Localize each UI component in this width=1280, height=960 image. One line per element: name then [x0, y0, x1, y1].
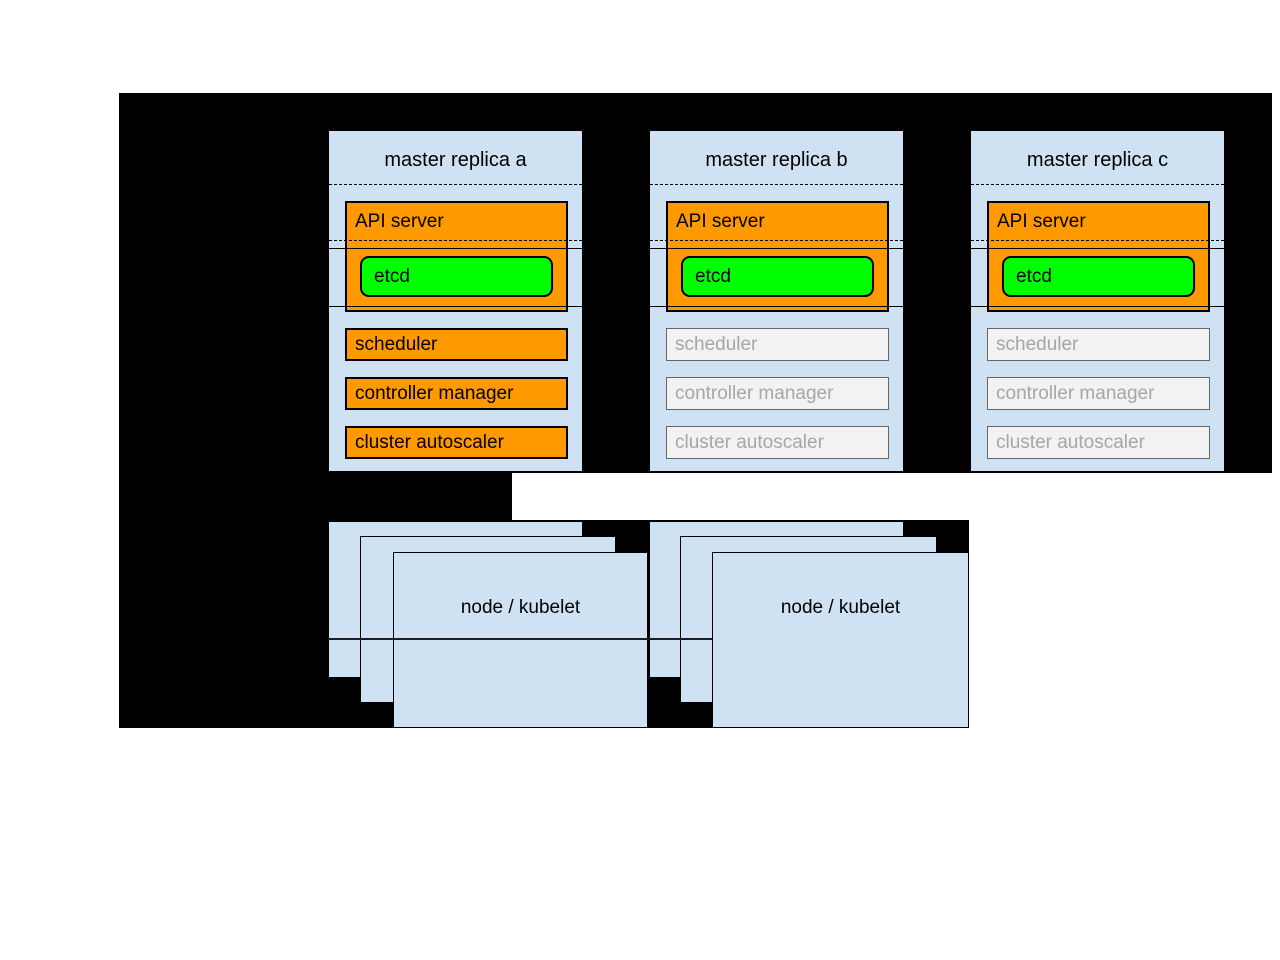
- etcd-box: etcd: [360, 256, 553, 297]
- node-group-2-front-box: node / kubelet: [712, 552, 969, 728]
- node-kubelet-label: node / kubelet: [780, 597, 901, 618]
- dashed-divider: [650, 240, 903, 241]
- master-replica-b-box: master replica b API server etcd schedul…: [649, 130, 904, 472]
- replica-title: master replica a: [384, 149, 527, 171]
- etcd-box: etcd: [1002, 256, 1195, 297]
- node-kubelet-label: node / kubelet: [460, 597, 581, 618]
- master-replica-a-box: master replica a API server etcd schedul…: [328, 130, 583, 472]
- master-replica-c-box: master replica c API server etcd schedul…: [970, 130, 1225, 472]
- controller-manager-box: controller manager: [666, 377, 889, 410]
- scheduler-box: scheduler: [345, 328, 568, 361]
- api-server-label: API server: [355, 211, 444, 232]
- dashed-divider: [329, 184, 582, 185]
- replica-title: master replica b: [705, 149, 848, 171]
- controller-manager-box: controller manager: [987, 377, 1210, 410]
- replica-title: master replica c: [1026, 149, 1169, 171]
- dashed-divider: [329, 240, 582, 241]
- scheduler-box: scheduler: [666, 328, 889, 361]
- solid-divider: [329, 306, 582, 307]
- solid-divider: [971, 248, 1224, 249]
- solid-divider: [650, 248, 903, 249]
- dashed-divider: [971, 184, 1224, 185]
- cluster-autoscaler-box: cluster autoscaler: [345, 426, 568, 459]
- solid-divider: [971, 306, 1224, 307]
- solid-divider: [650, 306, 903, 307]
- scheduler-box: scheduler: [987, 328, 1210, 361]
- cluster-autoscaler-box: cluster autoscaler: [987, 426, 1210, 459]
- cluster-autoscaler-box: cluster autoscaler: [666, 426, 889, 459]
- solid-divider: [329, 248, 582, 249]
- dashed-divider: [971, 240, 1224, 241]
- node-group-1-front-box: node / kubelet: [393, 552, 648, 728]
- node-connector-line: [328, 638, 969, 640]
- dashed-divider: [650, 184, 903, 185]
- controller-manager-box: controller manager: [345, 377, 568, 410]
- api-server-label: API server: [997, 211, 1086, 232]
- etcd-box: etcd: [681, 256, 874, 297]
- api-server-label: API server: [676, 211, 765, 232]
